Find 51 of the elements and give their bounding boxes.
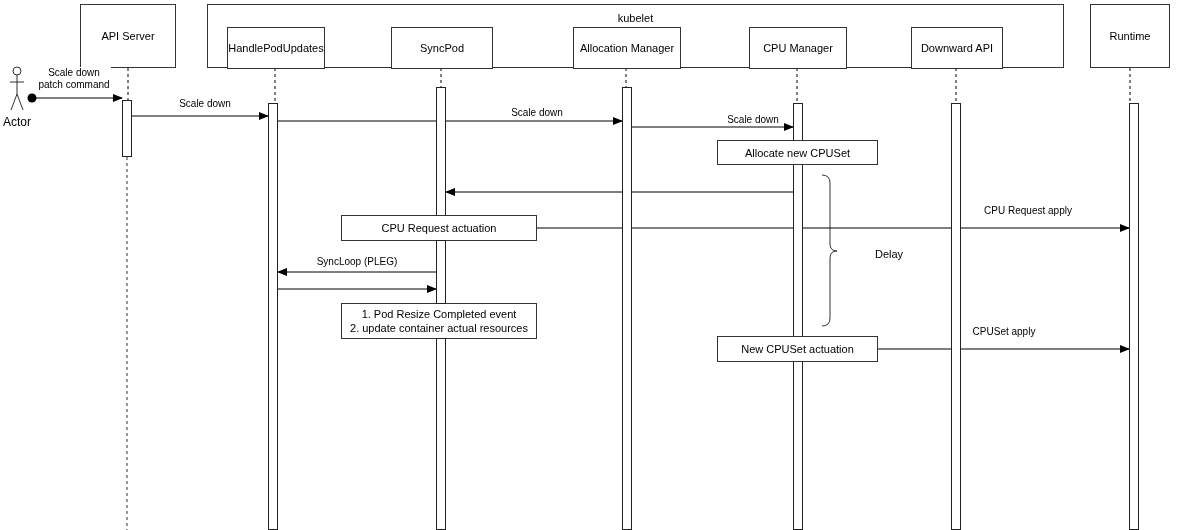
participant-name: API Server [101,29,155,43]
participant-box [80,4,176,68]
actor-label: Actor [3,116,31,128]
message-arrow [131,112,269,120]
activation-bar [436,87,446,216]
participant-box [1090,4,1170,68]
participant-box [911,27,1003,69]
edge-label: Scale down [511,107,563,119]
participant-name: CPU Manager [763,41,833,55]
edge-label: SyncLoop (PLEG) [316,256,398,268]
participant-box [573,27,681,69]
participant-name: Allocation Manager [579,41,675,55]
activation-bar [122,100,132,157]
edge-label: CPU Request apply [984,205,1072,217]
participant-box [749,27,847,69]
message-arrow [27,93,123,103]
message-arrow [277,117,623,125]
participant-name: Runtime [1109,29,1151,43]
participant-name: HandlePodUpdates [228,41,324,55]
note-box [341,303,537,339]
note-text: 1. Pod Resize Completed event [361,307,517,321]
note-box [717,140,878,165]
message-arrow [877,345,1130,353]
note-box [717,336,878,362]
edge-label: CPUSet apply [972,326,1036,338]
edge-label: Scale down patch command [37,67,111,91]
activation-bar [1129,103,1139,530]
edge-label: Scale down [727,114,779,126]
message-arrow [445,188,794,196]
group-frame [207,4,1064,68]
message-arrow [277,268,437,276]
participant-box [227,27,325,69]
delay-label: Delay [875,247,904,262]
message-arrow [631,123,794,131]
note-text: Allocate new CPUSet [744,145,851,160]
message-arrow [277,285,437,293]
participant-box [391,27,493,69]
activation-bar [436,240,446,304]
participant-name: Downward API [920,41,994,55]
note-text: CPU Request actuation [381,221,497,235]
activation-bar [622,87,632,530]
activation-bar [268,103,278,530]
note-box [341,215,537,241]
edge-label: Scale down [179,98,231,110]
message-arrow [536,224,1130,232]
note-text: 2. update container actual resources [350,321,528,335]
activation-bar [951,103,961,530]
activation-bar [436,338,446,530]
group-title: kubelet [616,11,655,25]
participant-name: SyncPod [420,41,464,55]
note-text: New CPUSet actuation [741,342,854,356]
